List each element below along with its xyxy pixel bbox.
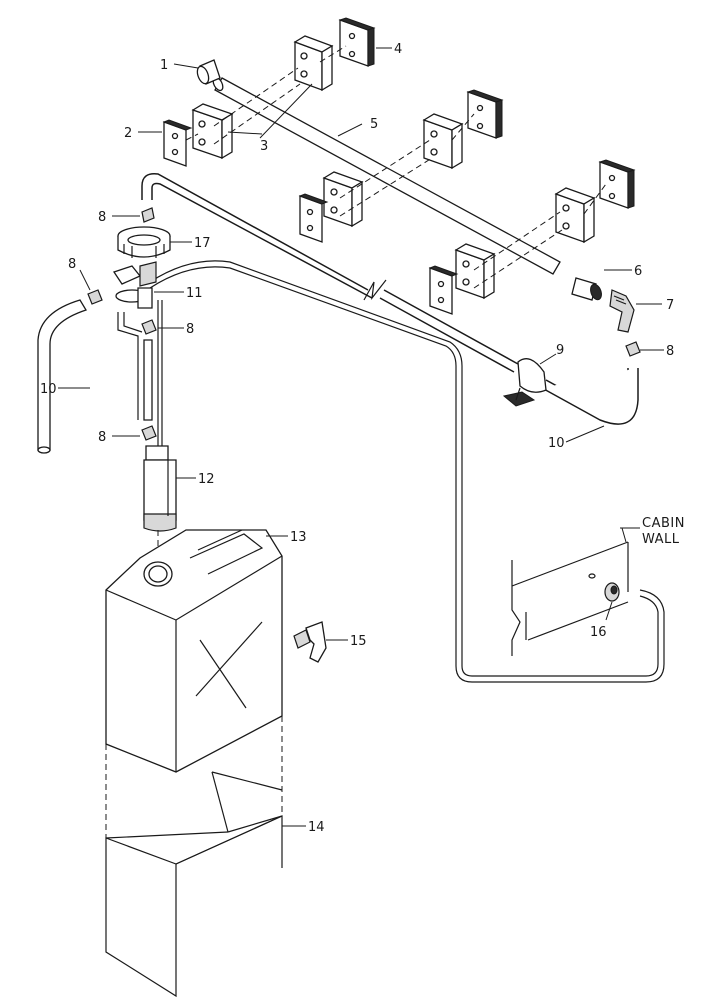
callout-12: 12 [198, 472, 215, 487]
suction-tube [117, 300, 163, 452]
elbow-fitting [609, 289, 635, 333]
callout-3: 3 [260, 139, 268, 154]
return-line [149, 260, 665, 683]
drain-fitting [293, 621, 327, 663]
nut-1 [141, 207, 155, 223]
filler-cap [117, 226, 171, 258]
clamp-group-right [428, 159, 636, 315]
coupling [571, 277, 602, 301]
clamp-group-left [162, 17, 376, 167]
water-container [105, 529, 283, 773]
callout-11: 11 [186, 286, 203, 301]
end-cap [196, 59, 221, 85]
callout-2: 2 [124, 126, 132, 141]
callout-13: 13 [290, 530, 307, 545]
callout-8-mid: 8 [186, 322, 194, 337]
callout-10-left: 10 [40, 382, 57, 397]
callout-14: 14 [308, 820, 325, 835]
callout-4: 4 [394, 42, 402, 57]
cabin-wall [511, 541, 629, 656]
callout-10-right: 10 [548, 436, 565, 451]
callout-8-top: 8 [98, 210, 106, 225]
callout-16: 16 [590, 625, 607, 640]
nut-4 [141, 425, 157, 441]
cabin-label-line1: CABIN [642, 516, 685, 531]
callout-1: 1 [160, 58, 168, 73]
leader-lines [58, 47, 664, 827]
clamp-group-mid [298, 89, 504, 243]
callout-7: 7 [666, 298, 674, 313]
callout-9: 9 [556, 343, 564, 358]
tee-fitting [112, 261, 157, 309]
callout-8-low: 8 [98, 430, 106, 445]
cabin-label-line2: WALL [642, 532, 680, 547]
callout-labels: 1 2 3 4 5 6 7 8 8 8 8 8 9 10 10 11 12 13… [40, 42, 685, 835]
callout-5: 5 [370, 117, 378, 132]
nut-3 [141, 319, 157, 335]
callout-17: 17 [194, 236, 211, 251]
left-hose [37, 299, 87, 454]
pipe-bracket [502, 358, 547, 407]
callout-8-left: 8 [68, 257, 76, 272]
callout-8-right: 8 [666, 344, 674, 359]
callout-15: 15 [350, 634, 367, 649]
callout-6: 6 [634, 264, 642, 279]
nut-5 [625, 341, 641, 357]
pump [143, 445, 177, 532]
main-hose [141, 173, 639, 425]
nut-2 [87, 289, 103, 305]
container-shell [105, 716, 283, 998]
